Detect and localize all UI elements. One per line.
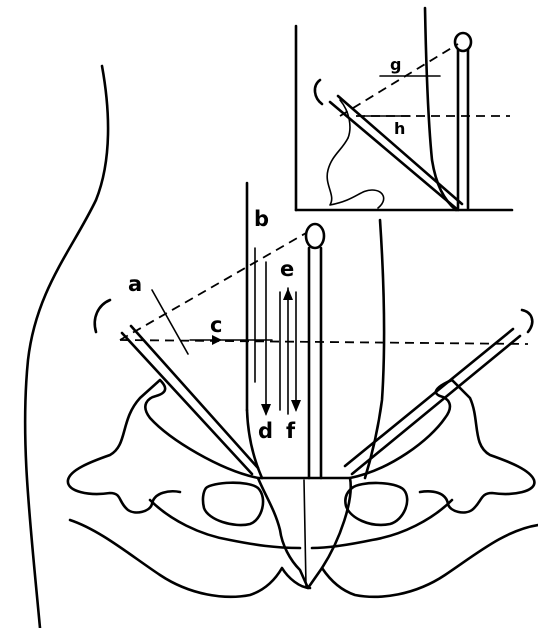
right-rod-edge-1 [352,336,520,474]
pelvis-left-lower [70,520,310,597]
body-outline [25,66,108,628]
label-f: f [286,419,296,443]
inset-diagram: g h [296,8,512,210]
spine-right-line [365,220,384,478]
obturator-foramen-right [345,483,407,525]
label-h: h [394,119,405,138]
measure-a-line [152,290,188,354]
label-b: b [254,207,269,231]
rod-lower-knob [306,224,324,248]
label-a: a [128,272,142,296]
label-g: g [390,55,401,74]
left-rod-edge-1 [122,333,252,474]
inset-spine [425,8,456,210]
left-rod-hook [95,300,110,332]
pelvis [68,380,538,597]
inset-rod-edge-2 [338,96,462,204]
pelvis-right-lower [322,525,538,597]
measure-d-arrow [261,404,271,416]
label-c: c [210,313,222,337]
inset-body-outline [327,138,384,208]
measure-e-arrow [283,288,293,300]
label-e: e [280,257,294,281]
right-rod-hook [522,310,532,332]
inset-upright-knob [455,33,471,51]
measure-f-arrow [291,400,301,412]
pelvis-left-wing [68,380,258,512]
inset-rod-hook [315,80,322,104]
upright-rod-lower [306,224,324,478]
obturator-foramen-left [203,483,263,525]
symphysis-midline [304,480,306,586]
right-rod-edge-2 [345,329,513,466]
label-d: d [258,419,273,443]
